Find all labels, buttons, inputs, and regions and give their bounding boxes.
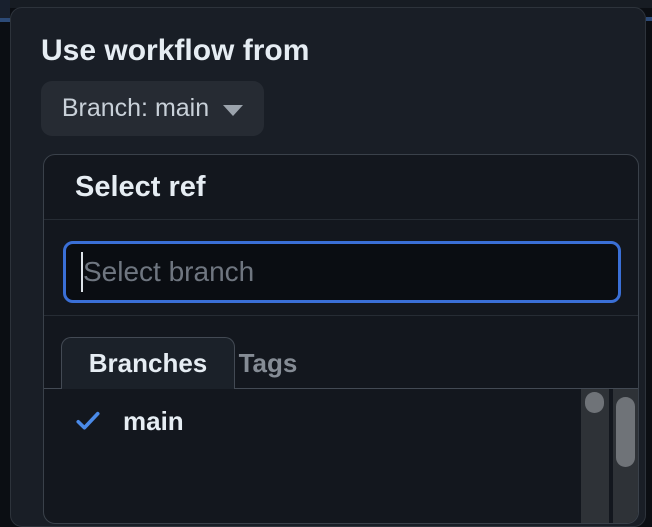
branch-selector-button[interactable]: Branch: main [41,81,264,136]
ref-selector-header: Select ref [44,155,638,220]
branch-list: main [44,389,581,453]
page-title: Use workflow from [41,34,310,67]
branch-item-label: main [123,405,184,436]
branch-list-item-main[interactable]: main [44,389,581,453]
branch-selector-label: Branch: main [61,94,210,122]
background-top-strip [0,0,652,8]
ref-selector-title: Select ref [75,170,206,203]
popover-scrollbar-thumb[interactable] [616,397,635,467]
tab-tags[interactable]: Tags [208,337,328,389]
background-left-fragment [0,0,10,18]
caret-down-icon [223,104,244,116]
tab-tags-label: Tags [238,347,298,378]
check-icon [76,411,100,431]
tab-branches[interactable]: Branches [61,337,235,389]
list-scrollbar-track[interactable] [581,389,609,523]
branch-search-wrap [63,241,621,303]
tab-branches-label: Branches [88,348,208,378]
ref-type-tabs: Branches Tags [44,316,638,389]
popover-scrollbar-track[interactable] [613,389,638,523]
background-blue-edge-left [0,18,10,22]
background-blue-edge-right [646,17,652,21]
branch-search-section [44,220,638,316]
ref-selector-popover: Select ref Branches Tags [43,154,639,524]
tab-divider-line [44,388,638,389]
workflow-dispatch-panel: Use workflow from Branch: main Select re… [10,7,646,527]
branch-search-input[interactable] [63,241,621,303]
list-scrollbar-thumb[interactable] [585,392,604,413]
